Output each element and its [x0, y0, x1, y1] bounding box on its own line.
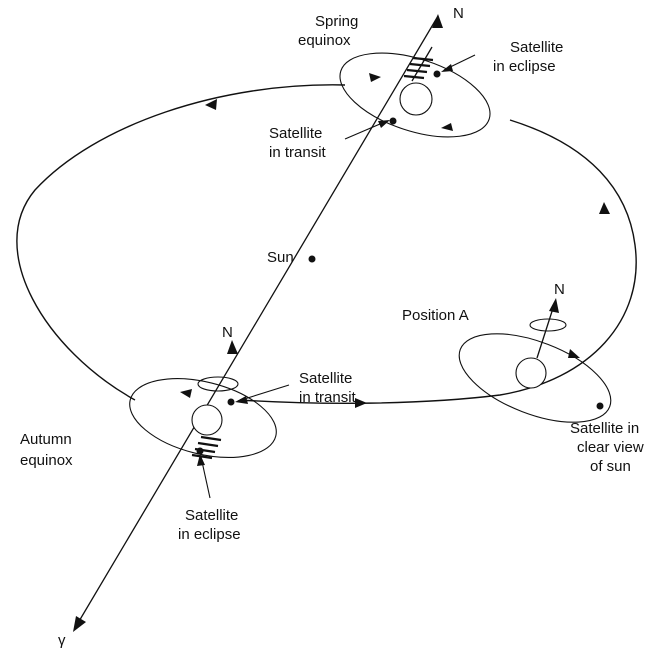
spring-earth-circle	[399, 82, 433, 116]
position-a-spin-indicator	[529, 318, 567, 332]
autumn-eclipse-label-2: in eclipse	[178, 526, 241, 543]
spring-transit-label: Satellite	[269, 125, 322, 142]
spring-shadow-hatch	[403, 56, 434, 80]
position-a-label: Position A	[402, 307, 469, 324]
north-arrowhead-spring	[432, 14, 443, 28]
earth-orbit-ellipse	[16, 84, 637, 404]
orbit-direction-arrow-bottom	[355, 398, 367, 408]
autumn-equinox-earth[interactable]	[122, 365, 285, 471]
orbit-direction-arrow-left	[205, 99, 217, 110]
autumn-equinox-label: Autumn	[20, 431, 72, 448]
clear-view-label-2: clear view	[577, 439, 644, 456]
spring-satellite-eclipse-dot	[433, 70, 441, 78]
position-a-satellite-clear-dot	[596, 402, 604, 410]
north-label-position-a: N	[554, 281, 565, 298]
spring-equinox-label: Spring	[315, 13, 358, 30]
autumn-shadow-hatch	[191, 435, 222, 460]
autumn-transit-label-2: in transit	[299, 389, 357, 406]
autumn-satellite-eclipse-dot	[196, 447, 204, 455]
spring-satellite-orbit	[339, 52, 491, 138]
north-label-spring: N	[453, 5, 464, 22]
spring-equinox-label-2: equinox	[298, 32, 351, 49]
orbit-direction-arrow-right	[599, 202, 610, 214]
spring-satellite-transit-dot	[389, 117, 397, 125]
position-a-satellite-orbit	[458, 333, 612, 423]
north-arrowhead-autumn	[227, 340, 238, 354]
position-a-earth-circle	[515, 357, 547, 389]
sun-label: Sun	[267, 249, 294, 266]
spring-eclipse-label: Satellite	[510, 39, 563, 56]
sun-dot[interactable]	[308, 255, 316, 263]
gamma-label: γ	[58, 632, 66, 649]
autumn-spin-indicator	[197, 376, 239, 392]
spring-eclipse-label-2: in eclipse	[493, 58, 556, 75]
autumn-transit-label: Satellite	[299, 370, 352, 387]
spring-equinox-earth[interactable]	[330, 37, 501, 154]
autumn-equinox-label-2: equinox	[20, 452, 73, 469]
autumn-satellite-transit-dot	[227, 398, 235, 406]
gamma-arrowhead	[73, 616, 86, 632]
north-label-autumn: N	[222, 324, 233, 341]
autumn-satellite-orbit	[129, 378, 277, 458]
spring-transit-label-2: in transit	[269, 144, 327, 161]
clear-view-label: Satellite in	[570, 420, 639, 437]
autumn-eclipse-label: Satellite	[185, 507, 238, 524]
autumn-earth-circle	[191, 404, 223, 436]
sun-earth-line	[74, 15, 439, 629]
position-a-earth[interactable]	[447, 298, 622, 440]
clear-view-label-3: of sun	[590, 458, 631, 475]
